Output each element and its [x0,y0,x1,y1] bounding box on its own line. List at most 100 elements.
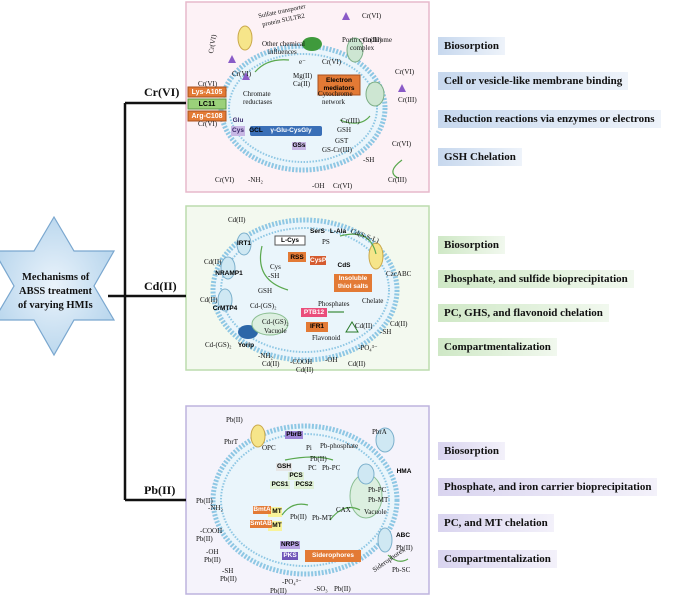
pb-mech-3: PC, and MT chelation [438,514,554,532]
cr-other-1: Other chemical [262,40,305,48]
box-arg [187,110,227,122]
box-electron [317,74,361,96]
pb-phosphate: Pb-phosphate [320,442,359,450]
tree-connectors [108,101,186,502]
cr-cr6-i: Cr(VI) [198,80,218,88]
pb-pb-i: Pb(II) [270,587,287,595]
cd-phosphates: Phosphates [318,300,350,308]
cd-cooh: -COOH [290,358,313,366]
cr-box-gss: GSs [292,142,306,149]
pb-box-nrps: NRPS [280,541,300,549]
cr-porin-2: complex [350,44,375,52]
cr-chromate-1: Chromate [243,90,271,98]
cd-chelate: Chelate [362,297,384,305]
cd-flavonoid: Flavonoid [312,334,341,342]
pb-pbmt-b: Pb-MT [368,496,389,504]
cd-mech-4: Compartmentalization [438,338,557,356]
pb-box-pbrb: PbrB [285,431,303,439]
pb-box-siderophores: Siderophores [312,552,354,559]
pb-box-bmta: BmtA [253,506,271,514]
cr-cr3-a: Cr(III) [363,36,382,44]
cd-box-nramp1: NRAMP1 [215,270,243,277]
cd-cell [210,217,400,363]
cr-cr6-d: Cr(VI) [392,140,412,148]
pb-pbpc-b: Pb-PC [368,486,387,494]
cd-box-crmtp4: CrMTP4 [212,305,238,312]
pb-box-abc: ABC [395,532,411,539]
pb-box-mt-2: MT [272,522,282,529]
cd-cd-g: Cd(II) [296,366,314,374]
box-lc11 [187,98,227,110]
pb-pb-b: Pb(II) [310,455,327,463]
pb-mech-2: Phosphate, and iron carrier bioprecipita… [438,478,658,496]
cr-oh: -OH [312,182,325,190]
pb-cell [210,423,409,577]
pb-pb-h: Pb(II) [220,575,237,583]
cr-box-glu: Glu [232,117,244,124]
center-label-3: of varying HMIs [18,300,93,311]
cr-cr6-g: Cr(VI) [232,70,252,78]
metal-cd: Cd(II) [144,279,177,293]
cd-cd-b: Cd(II) [204,258,222,266]
pb-pbrt: PbrT [224,438,238,446]
cr-mech-2: Cell or vesicle-like membrane binding [438,72,629,90]
cr-chromate-2: reductases [243,98,273,106]
cr-cr3-c: Cr(III) [388,176,407,184]
pb-so3: -SO₃ [314,585,328,593]
pb-box-smtab: SmtAB [250,520,272,528]
pb-sh: -SH [222,567,234,575]
cd-cd-f: Cd(II) [262,360,280,368]
pb-pb-e: Pb(II) [196,497,213,505]
center-label-1: Mechanisms of [22,272,90,283]
cd-vacuole: Vacuole [264,327,287,335]
cr-mech-4: GSH Chelation [438,148,522,166]
cd-cd-a: Cd(II) [228,216,246,224]
pb-box-pcs1: PCS1 [270,481,290,489]
pb-box-pks: PKS [282,552,298,560]
cr-sh: -SH [363,156,375,164]
cd-box-lcys: L-Cys [280,237,300,244]
cr-cr6-j: Cr(VI) [198,120,218,128]
cd-box-lala: L-Ala [329,228,347,235]
pb-pc: PC [308,464,317,472]
cd-sh-outer: -SH [380,328,392,336]
cr-mg: Mg(II) [293,72,313,80]
cr-mech-1: Biosorption [438,37,506,55]
cr-cr6-h: Cr(VI) [322,58,342,66]
pb-opc: OPC [262,444,276,452]
pb-cooh: -COOH [200,527,223,535]
pb-pbsc: Pb-SC [392,566,411,574]
cr-box-gluglycys: γ-Glu-CysGly [270,127,312,134]
cr-cr3-d: Cr(III) [341,117,360,125]
cd-ps: PS [322,238,330,246]
cr-gsh: GSH [337,126,352,134]
cr-cr6-c: Cr(VI) [395,68,415,76]
cd-sh-inner: -SH [268,272,280,280]
cr-other-2: influences [268,48,297,56]
cd-cd-d: Cd(II) [355,322,373,330]
cr-cr6-f: Cr(VI) [333,182,353,190]
cd-gsh: GSH [258,287,273,295]
pb-pb-f: Pb(II) [196,535,213,543]
pb-pb-d: Pb(II) [396,544,413,552]
center-star [0,215,116,357]
pb-pb-j: Pb(II) [334,585,351,593]
pb-cax: CAX [336,506,351,514]
pb-box-pcs: PCS [288,472,304,480]
cd-cd-c: Cd(II) [200,296,218,304]
cr-nh2: -NH₂ [248,176,263,184]
pb-oh: -OH [206,548,219,556]
cr-cr6-e: Cr(VI) [215,176,235,184]
cd-gs2-a: Cd-(GS)₂ [250,302,277,310]
pb-pbmt-a: Pb-MT [312,514,333,522]
pb-po4: -PO₄³⁻ [282,578,302,586]
cr-electron: e⁻ [299,58,306,66]
cr-porin-1: Porin cytochrome [342,36,392,44]
pb-pbra: PbrA [372,428,387,436]
cd-po4: -PO₄³⁻ [358,344,378,352]
cd-box-cds: CdS [337,262,351,269]
pb-box-mt-1: MT [272,508,282,515]
cr-box-arg: Arg-C108 [191,113,223,120]
pb-pb-g: Pb(II) [204,556,221,564]
